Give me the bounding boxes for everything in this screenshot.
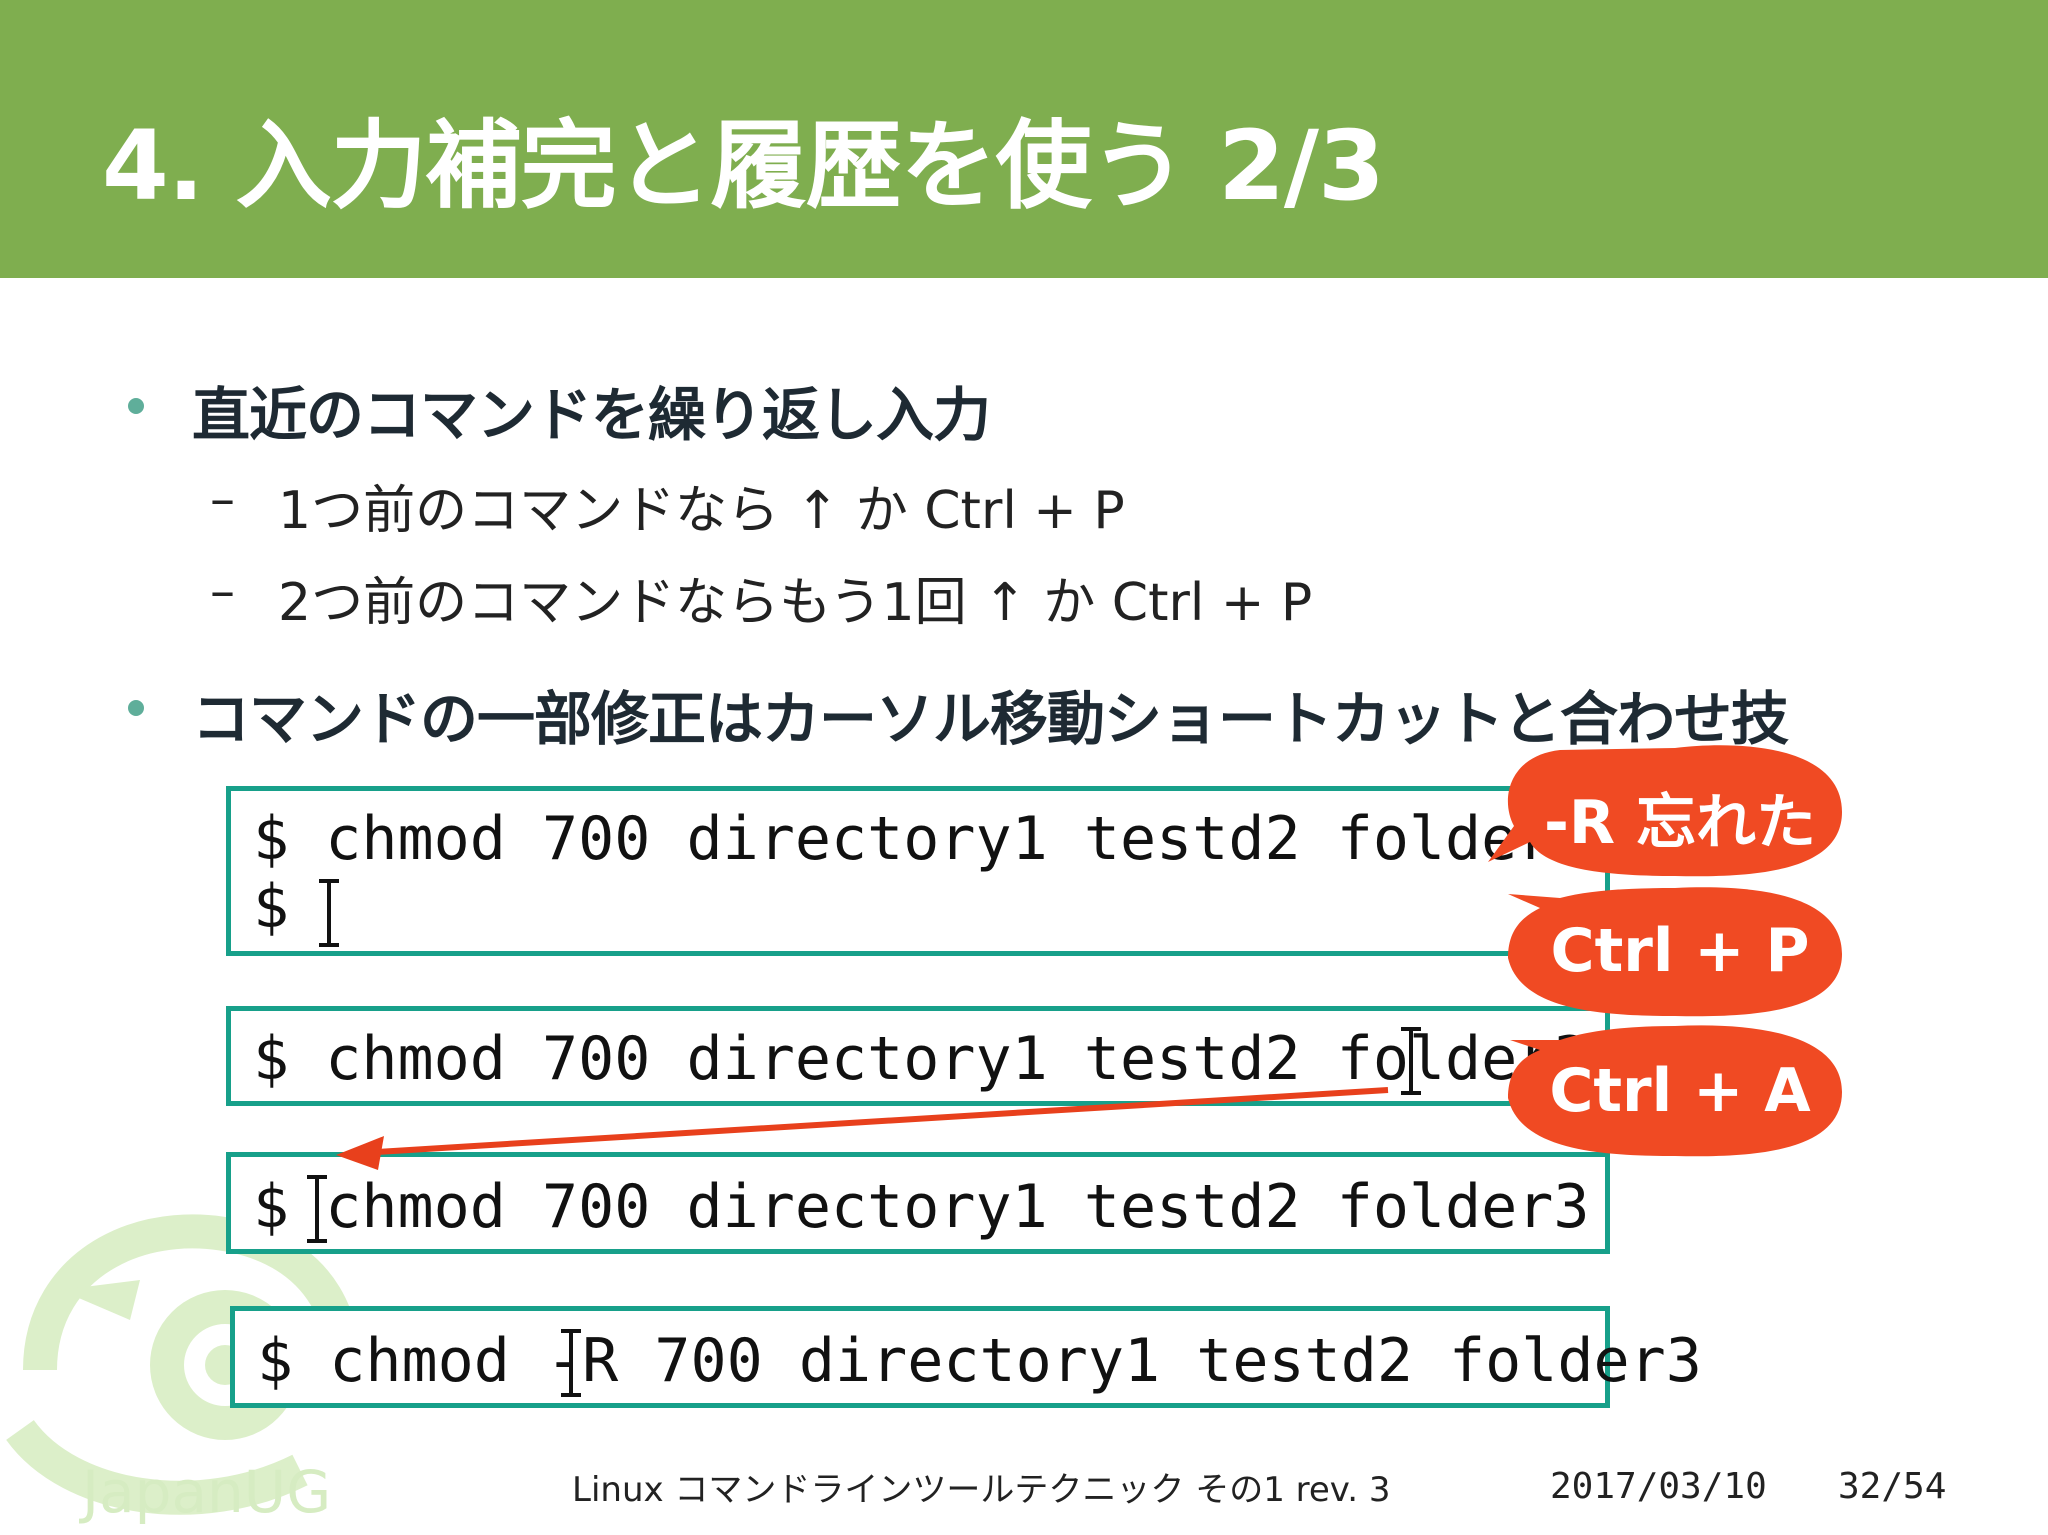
subitem-dash: – — [210, 470, 235, 528]
cursor-move-arrow — [375, 1087, 1389, 1155]
bubble-label-2: Ctrl + P — [1550, 916, 1810, 986]
bubble-label-1: -R 忘れた — [1544, 788, 1816, 858]
speech-bubble-1 — [1488, 745, 1842, 877]
subitem-2-text: 2つ前のコマンドならもう1回 ↑ か Ctrl + P — [278, 573, 1313, 633]
bullet-dot — [128, 398, 144, 414]
terminal-line: $ chmod 700 directory1 testd2 folder3 — [253, 1024, 1590, 1094]
terminal-line: $ — [253, 872, 326, 942]
subitem-dash: – — [210, 562, 235, 620]
terminal-box-1: $ chmod 700 directory1 testd2 folder3 $ — [226, 786, 1610, 956]
header-bar: 4. 入力補完と履歴を使う 2/3 — [0, 0, 2048, 278]
arrow-head-icon — [336, 1136, 384, 1170]
bullet-1-text: 直近のコマンドを繰り返し入力 — [192, 381, 991, 449]
bullet-dot — [128, 700, 144, 716]
terminal-box-3: $ chmod 700 directory1 testd2 folder3 — [226, 1152, 1610, 1254]
text-cursor-icon — [307, 1175, 327, 1243]
text-cursor-icon — [319, 879, 339, 947]
slide-title: 4. 入力補完と履歴を使う 2/3 — [102, 110, 1385, 222]
footer-page-number: 32/54 — [1838, 1466, 1947, 1507]
logo-text: JapanUG — [82, 1458, 332, 1526]
terminal-box-4: $ chmod -R 700 directory1 testd2 folder3 — [230, 1306, 1702, 1408]
terminal-line: $ chmod 700 directory1 testd2 folder3 — [253, 1172, 1590, 1242]
text-cursor-icon — [1401, 1027, 1421, 1095]
bullet-2-text: コマンドの一部修正はカーソル移動ショートカットと合わせ技 — [192, 685, 1789, 753]
footer-subtitle: Linux コマンドラインツールテクニック その1 rev. 3 — [572, 1470, 1391, 1510]
bubble-label-3: Ctrl + A — [1549, 1056, 1811, 1126]
subitem-1-text: 1つ前のコマンドなら ↑ か Ctrl + P — [278, 481, 1125, 541]
speech-bubble-3 — [1508, 1025, 1842, 1157]
speech-bubble-2 — [1508, 887, 1842, 1017]
terminal-box-2: $ chmod 700 directory1 testd2 folder3 — [226, 1006, 1610, 1106]
terminal-line: $ chmod -R 700 directory1 testd2 folder3 — [257, 1326, 1702, 1396]
footer-date: 2017/03/10 — [1550, 1466, 1767, 1507]
text-cursor-icon — [561, 1329, 581, 1397]
